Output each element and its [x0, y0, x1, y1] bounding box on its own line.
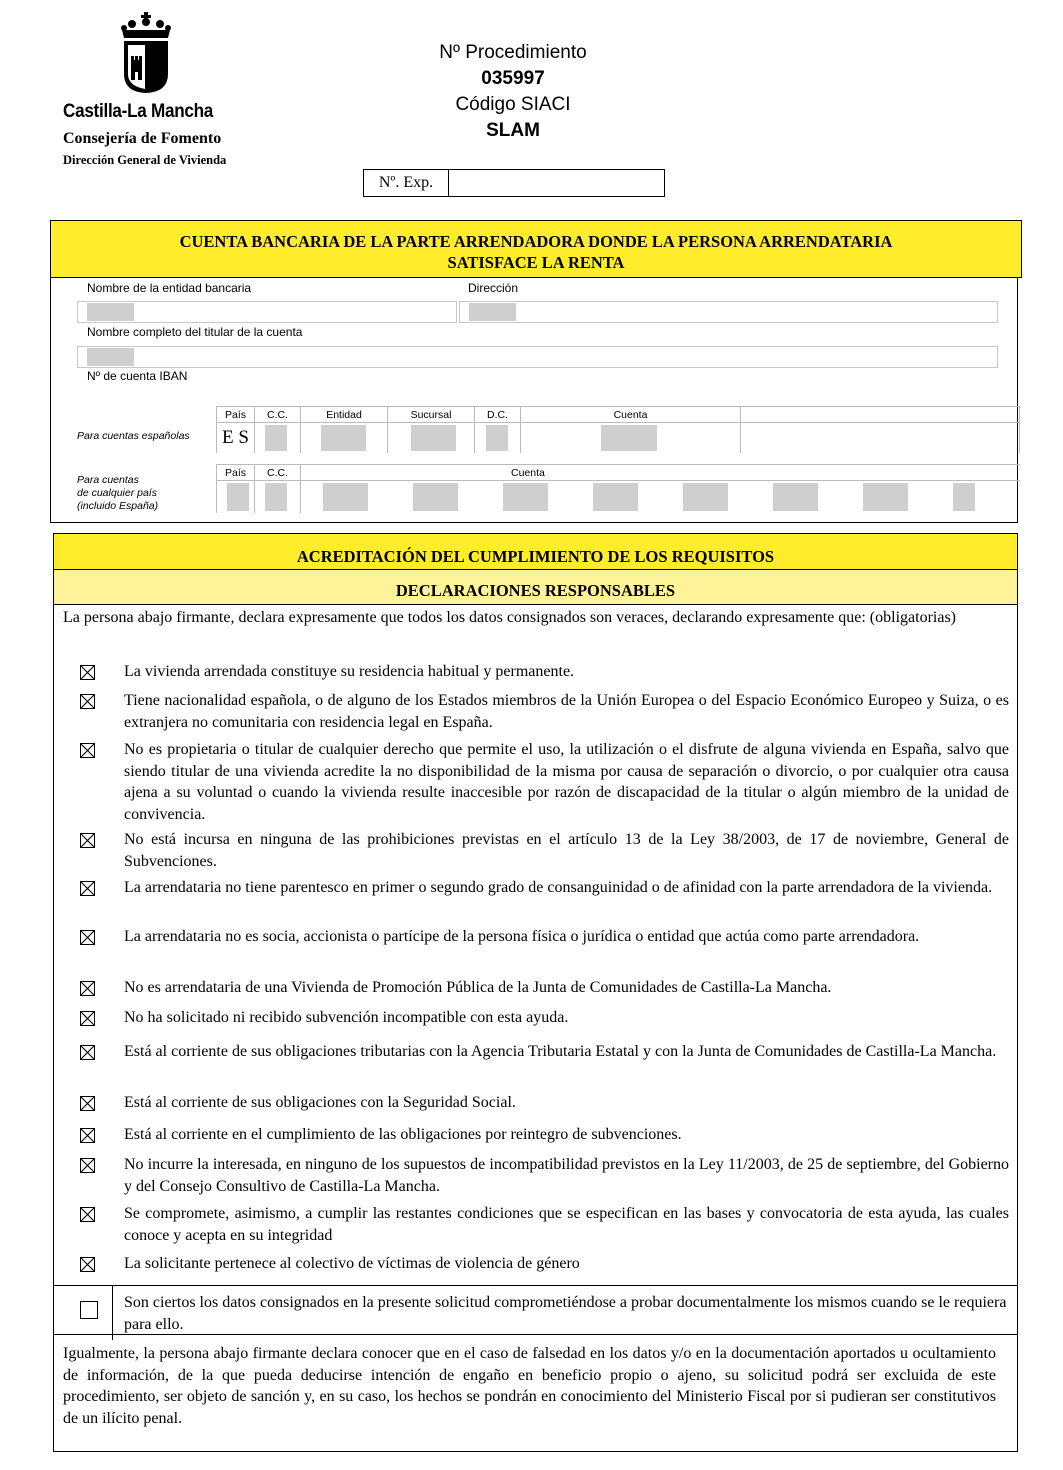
checked-x-icon [81, 1046, 94, 1059]
checked-x-icon [81, 744, 94, 757]
declaration-checkbox[interactable] [80, 694, 95, 709]
declaration-text: La arrendataria no tiene parentesco en p… [124, 879, 993, 896]
address-label: Dirección [468, 281, 519, 295]
checked-x-icon [81, 1159, 94, 1172]
declaration-checkbox[interactable] [80, 1128, 95, 1143]
procedure-label: Nº Procedimiento [439, 42, 587, 63]
spanish-iban-table: País C.C. Entidad Sucursal D.C. Cuenta E… [216, 406, 1020, 453]
declaration-text: No está incursa en ninguna de las prohib… [124, 831, 1009, 870]
col-cc: C.C. [254, 406, 301, 423]
expedient-label: Nº. Exp. [364, 170, 449, 196]
checked-x-icon [81, 931, 94, 944]
declaration-checkbox[interactable] [80, 930, 95, 945]
falsification-warning: Igualmente, la persona abajo firmante de… [63, 1345, 996, 1427]
declaration-text: No incurre la interesada, en ninguno de … [124, 1156, 1009, 1195]
expedient-number-field[interactable] [449, 170, 664, 196]
bank-section-body: Nombre de la entidad bancaria Dirección … [50, 278, 1020, 523]
bank-section-title-line2: SATISFACE LA RENTA [447, 253, 625, 272]
castilla-la-mancha-coat-of-arms-icon [118, 12, 174, 94]
declarations-intro: La persona abajo firmante, declara expre… [63, 609, 956, 626]
intl-cuenta-field[interactable] [300, 480, 1020, 513]
department-name: Consejería de Fomento [63, 130, 222, 147]
declaration-text: Está al corriente de sus obligaciones tr… [124, 1043, 997, 1060]
col-cc-intl: C.C. [254, 464, 301, 481]
optional-declaration-text: Son ciertos los datos consignados en la … [124, 1294, 1007, 1333]
declaration-text: Está al corriente en el cumplimiento de … [124, 1126, 682, 1143]
dc-field[interactable] [474, 422, 521, 453]
declaration-checkbox[interactable] [80, 665, 95, 680]
cc-field[interactable] [254, 422, 301, 453]
checked-x-icon [81, 882, 94, 895]
declaration-text: Está al corriente de sus obligaciones co… [124, 1094, 516, 1111]
declaration-text: No es arrendataria de una Vivienda de Pr… [124, 979, 832, 996]
bank-section-title-line1: CUENTA BANCARIA DE LA PARTE ARRENDADORA … [179, 232, 893, 251]
declaration-checkbox[interactable] [80, 1096, 95, 1111]
country-prefix: E S [216, 422, 255, 453]
siaci-code: SLAM [486, 120, 540, 141]
checked-x-icon [81, 1129, 94, 1142]
iban-label: Nº de cuenta IBAN [87, 369, 188, 383]
checked-x-icon [81, 1012, 94, 1025]
declaration-text: No ha solicitado ni recibido subvención … [124, 1009, 569, 1026]
declaration-checkbox[interactable] [80, 1045, 95, 1060]
holder-label: Nombre completo del titular de la cuenta [87, 325, 303, 339]
checked-x-icon [81, 982, 94, 995]
spanish-accounts-label: Para cuentas españolas [77, 430, 190, 442]
col-cuenta-intl: Cuenta [300, 464, 1020, 481]
holder-field[interactable] [77, 346, 998, 368]
declaration-text: Se compromete, asimismo, a cumplir las r… [124, 1205, 1009, 1244]
checked-x-icon [81, 1097, 94, 1110]
col-pais-intl: País [216, 464, 255, 481]
declaration-checkbox[interactable] [80, 881, 95, 896]
brand-name: Castilla-La Mancha [63, 101, 214, 122]
entity-label: Nombre de la entidad bancaria [87, 281, 252, 295]
declarations-subtitle: DECLARACIONES RESPONSABLES [54, 570, 1017, 605]
bank-section-title: CUENTA BANCARIA DE LA PARTE ARRENDADORA … [50, 220, 1022, 278]
requirements-title: ACREDITACIÓN DEL CUMPLIMIENTO DE LOS REQ… [54, 534, 1017, 570]
procedure-number: 035997 [481, 68, 545, 89]
declaration-checkbox[interactable] [80, 833, 95, 848]
declaration-text: La vivienda arrendada constituye su resi… [124, 663, 575, 680]
col-pais: País [216, 406, 255, 423]
international-iban-table: País C.C. Cuenta [216, 464, 1020, 513]
col-cuenta: Cuenta [520, 406, 741, 423]
siaci-label: Código SIACI [455, 94, 571, 115]
declaration-checkbox[interactable] [80, 981, 95, 996]
cuenta-field[interactable] [520, 422, 741, 453]
col-dc: D.C. [474, 406, 521, 423]
declaration-text: La solicitante pertenece al colectivo de… [124, 1255, 580, 1272]
any-country-label-line1: Para cuentas [77, 474, 139, 486]
optional-declaration-row: Son ciertos los datos consignados en la … [54, 1285, 1017, 1340]
checked-x-icon [81, 695, 94, 708]
checked-x-icon [81, 1258, 94, 1271]
requirements-section: ACREDITACIÓN DEL CUMPLIMIENTO DE LOS REQ… [53, 533, 1018, 1452]
expedient-number-box: Nº. Exp. [363, 169, 665, 197]
declaration-checkbox[interactable] [80, 1257, 95, 1272]
checked-x-icon [81, 834, 94, 847]
any-country-label-line3: (incluido España) [77, 500, 159, 512]
any-country-label: Para cuentas de cualquier país (incluido… [77, 474, 158, 513]
col-sucursal: Sucursal [387, 406, 475, 423]
procedure-info: Nº Procedimiento 035997 Código SIACI SLA… [400, 40, 626, 144]
declaration-text: No es propietaria o titular de cualquier… [124, 741, 1009, 823]
optional-declaration-checkbox[interactable] [80, 1301, 98, 1319]
entity-field[interactable] [77, 301, 457, 323]
declaration-checkbox[interactable] [80, 1158, 95, 1173]
checked-x-icon [81, 1208, 94, 1221]
directorate-name: Dirección General de Vivienda [63, 153, 227, 167]
declaration-checkbox[interactable] [80, 743, 95, 758]
any-country-label-line2: de cualquier país [77, 487, 157, 499]
declaration-text: Tiene nacionalidad española, o de alguno… [124, 692, 1009, 731]
address-field[interactable] [459, 301, 998, 323]
intl-pais-field[interactable] [216, 480, 255, 513]
col-entidad: Entidad [300, 406, 388, 423]
checked-x-icon [81, 666, 94, 679]
declaration-checkbox[interactable] [80, 1207, 95, 1222]
sucursal-field[interactable] [387, 422, 475, 453]
intl-cc-field[interactable] [254, 480, 301, 513]
declaration-checkbox[interactable] [80, 1011, 95, 1026]
declaration-text: La arrendataria no es socia, accionista … [124, 928, 920, 945]
entidad-field[interactable] [300, 422, 388, 453]
